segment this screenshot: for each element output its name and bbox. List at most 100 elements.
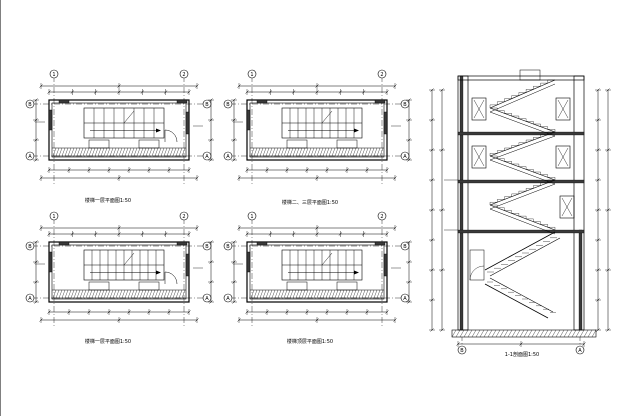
section-wall-cut bbox=[459, 75, 464, 331]
ground-hatch bbox=[507, 329, 513, 338]
landing-box bbox=[138, 139, 160, 149]
grid-bubble-top-right bbox=[179, 211, 189, 221]
hatch bbox=[88, 147, 93, 157]
hatch bbox=[346, 147, 351, 157]
hatch bbox=[310, 147, 315, 157]
hatch bbox=[346, 289, 351, 299]
ground-hatch bbox=[567, 329, 573, 338]
grid-bubble-top-right bbox=[377, 69, 387, 79]
grid-bubble-left-bottom bbox=[25, 293, 35, 303]
hatch bbox=[361, 289, 366, 299]
hatch bbox=[166, 289, 171, 299]
hatch bbox=[172, 289, 177, 299]
hatch bbox=[163, 147, 168, 157]
hatch bbox=[100, 289, 105, 299]
hatch bbox=[142, 289, 147, 299]
hatch bbox=[268, 289, 273, 299]
grid-bubble-left-top-label: B bbox=[28, 102, 32, 108]
grid-bubble-left-bottom-label: A bbox=[28, 296, 32, 302]
section-bubble-left bbox=[457, 345, 467, 355]
column bbox=[176, 99, 188, 104]
flight-line bbox=[489, 204, 556, 231]
ground-hatch bbox=[575, 329, 581, 338]
grid-bubble-right-top-label: B bbox=[403, 244, 407, 250]
hatch bbox=[283, 147, 288, 157]
hatch bbox=[328, 147, 333, 157]
hatch bbox=[88, 289, 93, 299]
hatch bbox=[301, 147, 306, 157]
hatch bbox=[340, 289, 345, 299]
grid-bubble-top-right-label: 2 bbox=[182, 72, 185, 78]
wall-hatch bbox=[185, 111, 190, 135]
grid-bubble-top-left bbox=[247, 69, 257, 79]
hatch bbox=[289, 289, 294, 299]
hatch bbox=[250, 147, 255, 157]
hatch bbox=[331, 147, 336, 157]
door-swing bbox=[164, 271, 178, 285]
flight-line bbox=[489, 111, 556, 137]
hatch bbox=[118, 289, 123, 299]
hatch bbox=[67, 147, 72, 157]
flight-line bbox=[489, 183, 556, 210]
stair-arrowhead bbox=[156, 128, 161, 133]
caption-plan-1: 楼梯一层平面图1:50 bbox=[85, 197, 131, 204]
hatch bbox=[160, 147, 165, 157]
ground-hatch bbox=[455, 329, 461, 338]
window-1 bbox=[555, 97, 571, 121]
grid-bubble-right-top-label: B bbox=[205, 102, 209, 108]
hatch bbox=[259, 147, 264, 157]
hatch bbox=[112, 289, 117, 299]
column bbox=[374, 241, 386, 246]
hatch bbox=[313, 289, 318, 299]
hatch bbox=[181, 289, 186, 299]
grid-bubble-right-bottom-label: A bbox=[403, 296, 407, 302]
hatch bbox=[253, 289, 258, 299]
hatch bbox=[163, 289, 168, 299]
hatch bbox=[166, 147, 171, 157]
hatch bbox=[130, 289, 135, 299]
ground-hatch bbox=[495, 329, 501, 338]
hatch bbox=[343, 289, 348, 299]
flight-line bbox=[489, 131, 556, 157]
grid-bubble-top-right bbox=[179, 69, 189, 79]
column bbox=[256, 99, 268, 104]
grid-bubble-right-bottom bbox=[400, 293, 410, 303]
hatch bbox=[379, 289, 384, 299]
hatch bbox=[274, 289, 279, 299]
hatch bbox=[349, 289, 354, 299]
window-diag bbox=[473, 99, 485, 119]
stair-arrowhead bbox=[354, 128, 359, 133]
hatch bbox=[292, 147, 297, 157]
hatch bbox=[94, 289, 99, 299]
hatch bbox=[124, 147, 129, 157]
door-swing bbox=[164, 129, 178, 143]
window-diag bbox=[557, 147, 569, 167]
hatch bbox=[265, 147, 270, 157]
hatch bbox=[130, 147, 135, 157]
hatch bbox=[82, 289, 87, 299]
hatch bbox=[337, 289, 342, 299]
ground-hatch bbox=[559, 329, 565, 338]
section-bubble-left-label: B bbox=[460, 348, 464, 354]
hatch bbox=[124, 289, 129, 299]
hatch bbox=[73, 147, 78, 157]
hatch bbox=[286, 147, 291, 157]
grid-bubble-top-right-label: 2 bbox=[380, 72, 383, 78]
hatch bbox=[139, 147, 144, 157]
ground-hatch bbox=[587, 329, 593, 338]
grid-bubble-right-top bbox=[202, 99, 212, 109]
ground-hatch bbox=[591, 329, 597, 338]
break-line bbox=[321, 110, 333, 124]
ground-hatch bbox=[535, 329, 541, 338]
break-line bbox=[321, 252, 333, 266]
hatch bbox=[115, 147, 120, 157]
landing-box bbox=[286, 139, 308, 149]
hatch bbox=[85, 289, 90, 299]
hatch bbox=[370, 147, 375, 157]
hatch bbox=[319, 289, 324, 299]
ground-hatch bbox=[475, 329, 481, 338]
hatch bbox=[343, 147, 348, 157]
